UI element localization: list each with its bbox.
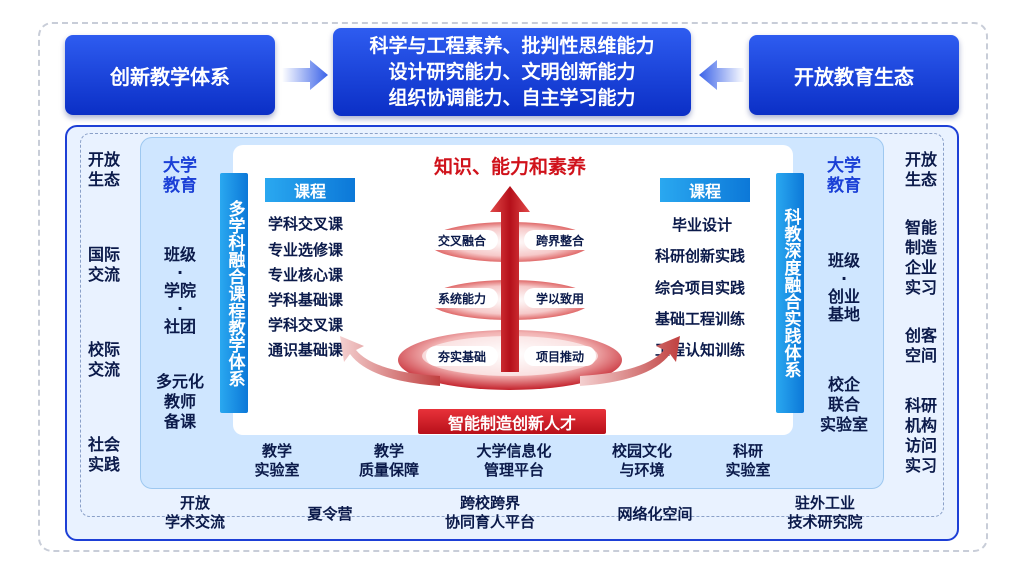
- right-course-item: 综合项目实践: [655, 279, 746, 297]
- outer-left-social-practice: 社会 实践: [87, 435, 120, 474]
- tier1-right-pill: 跨界整合: [524, 230, 596, 250]
- competency-line-1: 科学与工程素养、批判性思维能力: [369, 35, 655, 57]
- science-education-practice-system-bar: 科教深度融合实践体系: [776, 173, 804, 413]
- competency-line-2: 设计研究能力、文明创新能力: [388, 61, 636, 83]
- left-course-item: 专业选修课: [268, 241, 344, 259]
- bottom-inner-campus-culture: 校园文化 与环境: [611, 442, 672, 479]
- bottom-outer-industrial-institute: 驻外工业 技术研究院: [787, 494, 863, 531]
- right-course-item: 毕业设计: [672, 216, 733, 234]
- left-curved-arrow-icon: [340, 336, 440, 386]
- left-course-item: 通识基础课: [268, 341, 344, 359]
- multidisciplinary-course-system-bar: 多学科融合课程教学体系: [220, 173, 248, 413]
- bottom-outer-summer-camp: 夏令营: [307, 505, 353, 523]
- tier2-right-pill: 学以致用: [524, 288, 596, 308]
- tier3-right-pill: 项目推动: [524, 346, 596, 366]
- upward-arrow-icon: [490, 186, 530, 372]
- innovative-teaching-system-box: 创新教学体系: [65, 35, 275, 115]
- bottom-outer-academic-exchange: 开放 学术交流: [164, 494, 225, 531]
- bottom-inner-quality-assurance: 教学 质量保障: [358, 442, 419, 479]
- right-course-item: 基础工程训练: [655, 310, 746, 328]
- left-course-item: 学科交叉课: [268, 215, 344, 233]
- bottom-inner-research-lab: 科研 实验室: [725, 442, 771, 479]
- outer-frame: [38, 22, 988, 552]
- growth-tower-graphic: [340, 186, 680, 390]
- inner-right-joint-lab: 校企 联合 实验室: [819, 375, 868, 434]
- outer-right-enterprise-internship: 智能 制造 企业 实习: [904, 218, 937, 297]
- knowledge-ability-quality-title: 知识、能力和素养: [433, 156, 586, 178]
- outer-right-open-ecosystem: 开放 生态: [904, 150, 937, 189]
- bottom-inner-info-platform: 大学信息化 管理平台: [476, 442, 552, 479]
- outer-right-research-visit: 科研 机构 访问 实习: [904, 396, 937, 475]
- arrow-left-icon: [699, 60, 745, 90]
- left-course-item: 学科交叉课: [268, 316, 344, 334]
- inner-right-class-startup-base: 班级 · 创业 基地: [827, 251, 860, 324]
- tier2-left-pill: 系统能力: [426, 288, 498, 308]
- left-course-heading: 课程: [265, 178, 355, 202]
- left-course-item: 专业核心课: [268, 266, 344, 284]
- bottom-outer-network-space: 网络化空间: [617, 505, 693, 523]
- outer-left-open-ecosystem: 开放 生态: [87, 150, 120, 189]
- innovative-teaching-system-label: 创新教学体系: [110, 64, 230, 89]
- arrow-right-icon: [282, 60, 328, 90]
- open-education-ecosystem-label: 开放教育生态: [794, 64, 914, 89]
- outer-left-international: 国际 交流: [87, 245, 120, 284]
- bottom-inner-teaching-lab: 教学 实验室: [254, 442, 300, 479]
- inner-left-class-college-club: 班级 · 学院 · 社团: [163, 245, 196, 336]
- inner-left-diverse-teachers: 多元化 教师 备课: [155, 372, 204, 431]
- tier1-left-pill: 交叉融合: [426, 230, 498, 250]
- outer-right-maker-space: 创客 空间: [904, 326, 937, 365]
- bottom-outer-collaborative-platform: 跨校跨界 协同育人平台: [444, 494, 535, 531]
- tier3-left-pill: 夯实基础: [426, 346, 498, 366]
- right-course-item: 科研创新实践: [655, 247, 746, 265]
- right-curved-arrow-icon: [580, 336, 680, 386]
- competency-goals-box: 科学与工程素养、批判性思维能力 设计研究能力、文明创新能力 组织协调能力、自主学…: [333, 28, 691, 116]
- outer-left-interschool: 校际 交流: [87, 340, 120, 379]
- intelligent-manufacturing-talent-label: 智能制造创新人才: [418, 409, 606, 434]
- open-education-ecosystem-box: 开放教育生态: [749, 35, 959, 115]
- inner-right-heading: 大学 教育: [827, 156, 861, 196]
- competency-line-3: 组织协调能力、自主学习能力: [388, 87, 636, 109]
- inner-left-heading: 大学 教育: [163, 156, 197, 196]
- left-course-item: 学科基础课: [268, 291, 344, 309]
- inner-dashed-frame: [80, 133, 944, 517]
- right-course-heading: 课程: [660, 178, 750, 202]
